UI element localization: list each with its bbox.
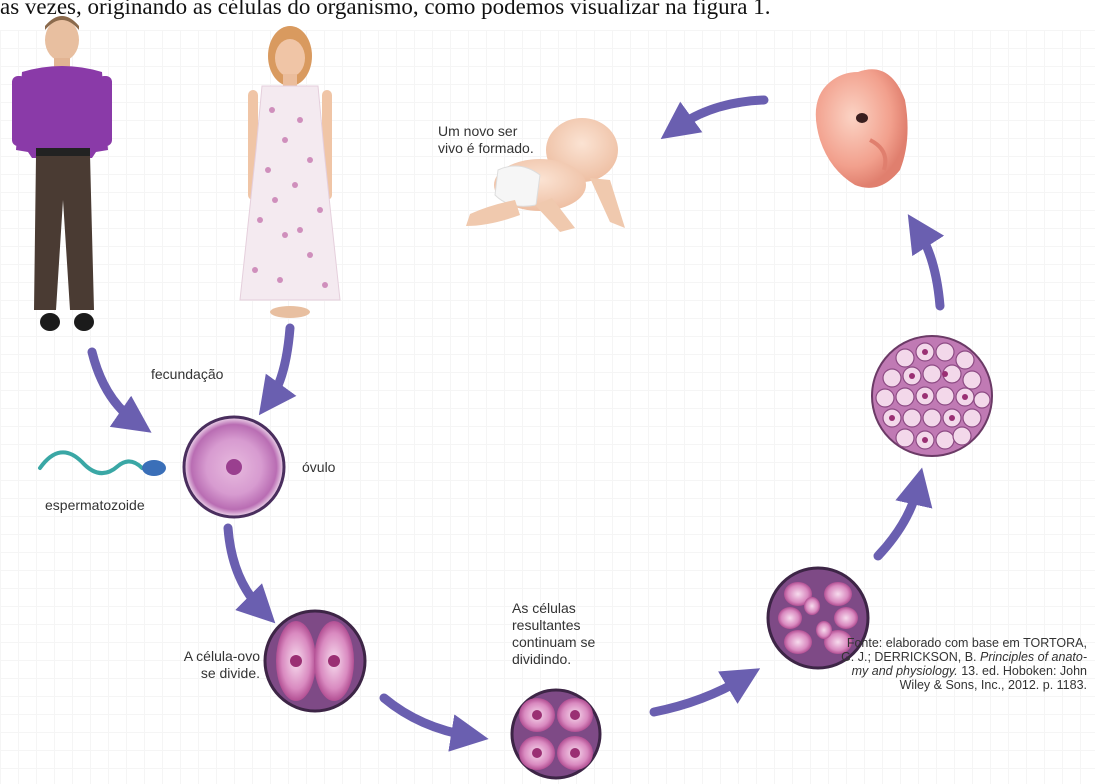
label-zygote-line-2: se divide. xyxy=(150,665,260,682)
label-new-being-line-1: Um novo ser xyxy=(438,123,534,140)
arrow-embryo-to-baby xyxy=(676,100,764,128)
label-new-being: Um novo ser vivo é formado. xyxy=(438,123,534,157)
arrow-two-cell-to-four-cell xyxy=(384,698,470,736)
arrow-eight-cell-to-morula xyxy=(878,486,918,556)
label-sperm: espermatozoide xyxy=(45,497,145,514)
arrow-four-cell-to-eight-cell xyxy=(654,678,744,712)
label-cells-line-4: dividindo. xyxy=(512,651,595,668)
embryo-figure xyxy=(816,69,908,188)
morula-stage xyxy=(872,336,992,456)
source-authors: G. J.; DERRICKSON, B. xyxy=(841,650,976,664)
source-line-4: Wiley & Sons, Inc., 2012. p. 1183. xyxy=(765,678,1087,692)
egg-cell xyxy=(184,417,284,517)
source-edition: 13. ed. Hoboken: John xyxy=(961,664,1087,678)
label-egg: óvulo xyxy=(302,459,335,476)
source-title-part-1: Principles of anato- xyxy=(980,650,1087,664)
source-line-2: G. J.; DERRICKSON, B. Principles of anat… xyxy=(765,650,1087,664)
source-line-1: Fonte: elaborado com base em TORTORA, xyxy=(765,636,1087,650)
source-line-3: my and physiology. 13. ed. Hoboken: John xyxy=(765,664,1087,678)
label-cells-continue: As células resultantes continuam se divi… xyxy=(512,600,595,668)
label-zygote-divides: A célula-ovo se divide. xyxy=(150,648,260,682)
four-cell-stage xyxy=(512,690,600,778)
man-figure xyxy=(12,16,112,331)
sperm-figure xyxy=(40,452,166,476)
two-cell-stage xyxy=(265,611,365,711)
woman-figure xyxy=(240,26,340,318)
arrow-egg-to-two-cell xyxy=(228,528,262,610)
source-title-part-2: my and physiology. xyxy=(852,664,958,678)
arrow-man-to-sperm xyxy=(92,352,136,422)
arrow-woman-to-egg xyxy=(270,328,290,400)
label-cells-line-1: As células xyxy=(512,600,595,617)
label-zygote-line-1: A célula-ovo xyxy=(150,648,260,665)
source-citation: Fonte: elaborado com base em TORTORA, G.… xyxy=(765,636,1087,692)
label-cells-line-2: resultantes xyxy=(512,617,595,634)
label-new-being-line-2: vivo é formado. xyxy=(438,140,534,157)
label-fertilization: fecundação xyxy=(151,366,223,383)
arrow-morula-to-embryo xyxy=(918,230,940,306)
label-cells-line-3: continuam se xyxy=(512,634,595,651)
